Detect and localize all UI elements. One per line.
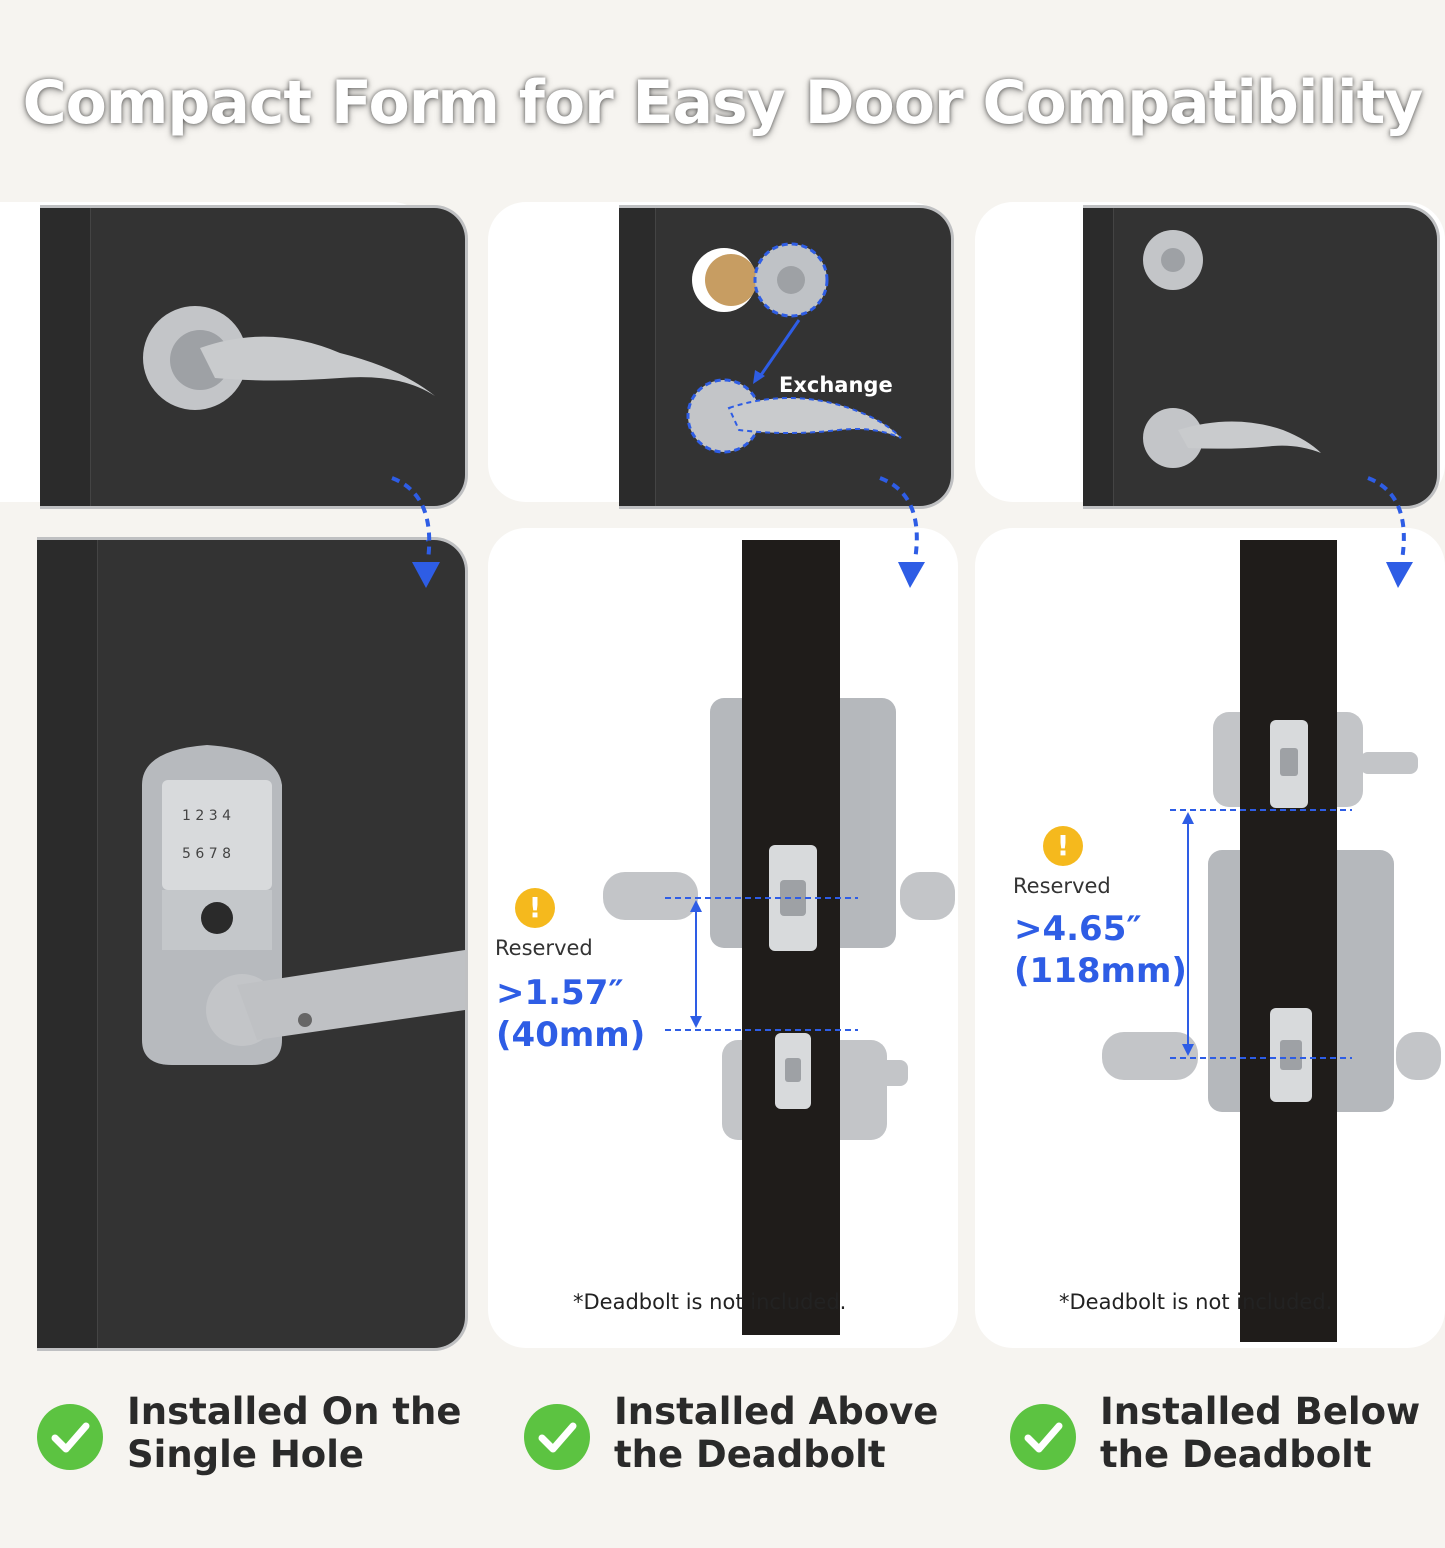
measurement-below-inches: >4.65″ <box>1014 909 1142 949</box>
door-panel-single-hole <box>40 205 468 509</box>
caption-line2: Single Hole <box>127 1433 364 1476</box>
exclamation-icon: ! <box>1043 826 1083 866</box>
exclamation-icon: ! <box>515 888 555 928</box>
caption-below-deadbolt: Installed Below the Deadbolt <box>1010 1390 1430 1486</box>
deadbolt-note-right: *Deadbolt is not included. <box>1059 1290 1333 1314</box>
caption-line1: Installed Below <box>1100 1390 1421 1433</box>
lever-handle-illustration <box>40 306 435 428</box>
exchange-illustration <box>623 242 902 460</box>
svg-text:1 2 3 4: 1 2 3 4 <box>182 808 231 824</box>
svg-text:5 6 7 8: 5 6 7 8 <box>182 846 231 862</box>
check-circle-icon <box>524 1404 590 1470</box>
check-circle-icon <box>37 1404 103 1470</box>
caption-line2: the Deadbolt <box>1100 1433 1372 1476</box>
door-panel-installed-lock: 1 2 3 4 5 6 7 8 <box>37 537 468 1351</box>
door-panel-exchange: Exchange <box>619 205 954 509</box>
page-title: Compact Form for Easy Door Compatibility <box>22 68 1424 138</box>
caption-line2: the Deadbolt <box>614 1433 886 1476</box>
deadbolt-lever-illustration <box>1087 228 1321 473</box>
reserved-label-below: Reserved <box>1013 874 1111 898</box>
caption-line1: Installed Above <box>614 1390 939 1433</box>
deadbolt-note-middle: *Deadbolt is not included. <box>573 1290 847 1314</box>
caption-above-deadbolt: Installed Above the Deadbolt <box>524 1390 944 1486</box>
door-panel-deadbolt <box>1083 205 1440 509</box>
caption-single-hole: Installed On the Single Hole <box>37 1390 461 1486</box>
measurement-above: >1.57″ (40mm) <box>496 972 645 1056</box>
measurement-below-mm: (118mm) <box>1014 951 1187 991</box>
smart-lock-illustration: 1 2 3 4 5 6 7 8 <box>37 745 465 1065</box>
measurement-above-inches: >1.57″ <box>496 973 624 1013</box>
reserved-label-above: Reserved <box>495 936 593 960</box>
exchange-label: Exchange <box>779 373 893 397</box>
caption-line1: Installed On the <box>127 1390 462 1433</box>
dashed-arrow-icon <box>425 540 428 542</box>
measurement-below: >4.65″ (118mm) <box>1014 908 1187 992</box>
measurement-above-mm: (40mm) <box>496 1015 646 1055</box>
check-circle-icon <box>1010 1404 1076 1470</box>
